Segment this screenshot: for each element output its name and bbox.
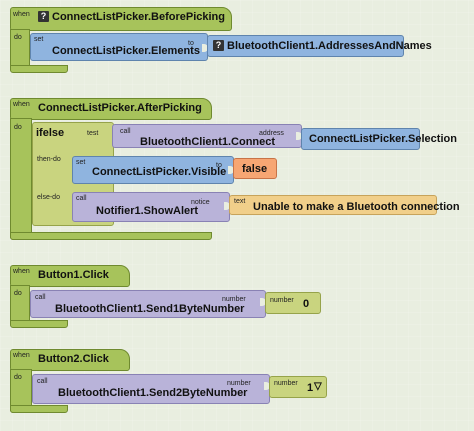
notice-label: notice <box>191 199 210 206</box>
text-value: Unable to make a Bluetooth connection <box>253 201 460 213</box>
when-label: when <box>13 268 30 275</box>
input-socket <box>296 132 302 140</box>
number-block[interactable] <box>265 292 321 314</box>
getter-name: ConnectListPicker.Selection <box>309 133 457 145</box>
input-socket <box>260 298 266 306</box>
selection-getter-block[interactable] <box>301 128 420 150</box>
set-visible-block[interactable] <box>72 156 234 184</box>
to-label: to <box>188 40 194 47</box>
do-label: do <box>14 290 22 297</box>
event-name: Button1.Click <box>38 269 109 281</box>
event-name: Button2.Click <box>38 353 109 365</box>
input-socket <box>202 44 208 52</box>
event-footer <box>10 320 68 328</box>
test-label: test <box>87 130 99 137</box>
call-label: call <box>35 294 46 301</box>
then-do-label: then-do <box>37 156 61 163</box>
getter-name: BluetoothClient1.AddressesAndNames <box>227 40 432 52</box>
number-block[interactable] <box>269 376 327 398</box>
do-label: do <box>14 124 22 131</box>
when-label: when <box>13 101 30 108</box>
false-block[interactable] <box>233 158 277 179</box>
comment-icon[interactable]: ? <box>38 11 49 22</box>
event-name: ConnectListPicker.AfterPicking <box>38 102 202 114</box>
event-header[interactable] <box>10 265 130 287</box>
false-value: false <box>242 163 268 175</box>
input-socket <box>264 382 270 390</box>
do-label: do <box>14 34 22 41</box>
number-param-label: number <box>227 380 251 387</box>
event-name: ConnectListPicker.BeforePicking <box>52 11 225 23</box>
ifelse-label: ifelse <box>36 127 65 139</box>
event-footer <box>10 232 212 240</box>
number-label: number <box>270 297 294 304</box>
set-target-name: ConnectListPicker.Visible <box>92 166 227 178</box>
event-header[interactable] <box>10 349 130 371</box>
event-footer <box>10 405 68 413</box>
text-label: text <box>234 198 246 205</box>
call-label: call <box>37 378 48 385</box>
do-label: do <box>14 374 22 381</box>
address-label: address <box>259 130 284 137</box>
number-value[interactable]: 1 <box>307 382 314 394</box>
text-block[interactable] <box>229 195 437 215</box>
set-block[interactable] <box>30 33 208 61</box>
send1byte-call-block[interactable] <box>30 290 266 318</box>
method-name: BluetoothClient1.Send1ByteNumber <box>55 303 245 315</box>
addresses-getter-block[interactable] <box>207 35 404 57</box>
set-label: set <box>34 36 44 43</box>
when-label: when <box>13 352 30 359</box>
set-target-name: ConnectListPicker.Elements <box>52 45 200 57</box>
when-label: when <box>13 11 30 18</box>
call-label: call <box>120 128 131 135</box>
else-do-label: else-do <box>37 194 60 201</box>
event-do-rail <box>10 118 32 240</box>
number-value[interactable]: 0 <box>303 298 310 310</box>
comment-icon[interactable]: ? <box>213 40 224 51</box>
input-socket <box>228 166 234 174</box>
method-name: BluetoothClient1.Send2ByteNumber <box>58 387 248 399</box>
number-param-label: number <box>222 296 246 303</box>
dropdown-icon[interactable]: ▽ <box>314 381 322 392</box>
event-footer <box>10 65 68 73</box>
event-header[interactable] <box>10 98 212 120</box>
set-label: set <box>76 159 86 166</box>
method-name: BluetoothClient1.Connect <box>140 136 276 148</box>
call-label: call <box>76 195 87 202</box>
send2byte-call-block[interactable] <box>32 374 270 404</box>
number-label: number <box>274 380 298 387</box>
method-name: Notifier1.ShowAlert <box>96 205 199 217</box>
input-socket <box>224 202 230 210</box>
to-label: to <box>216 162 222 169</box>
